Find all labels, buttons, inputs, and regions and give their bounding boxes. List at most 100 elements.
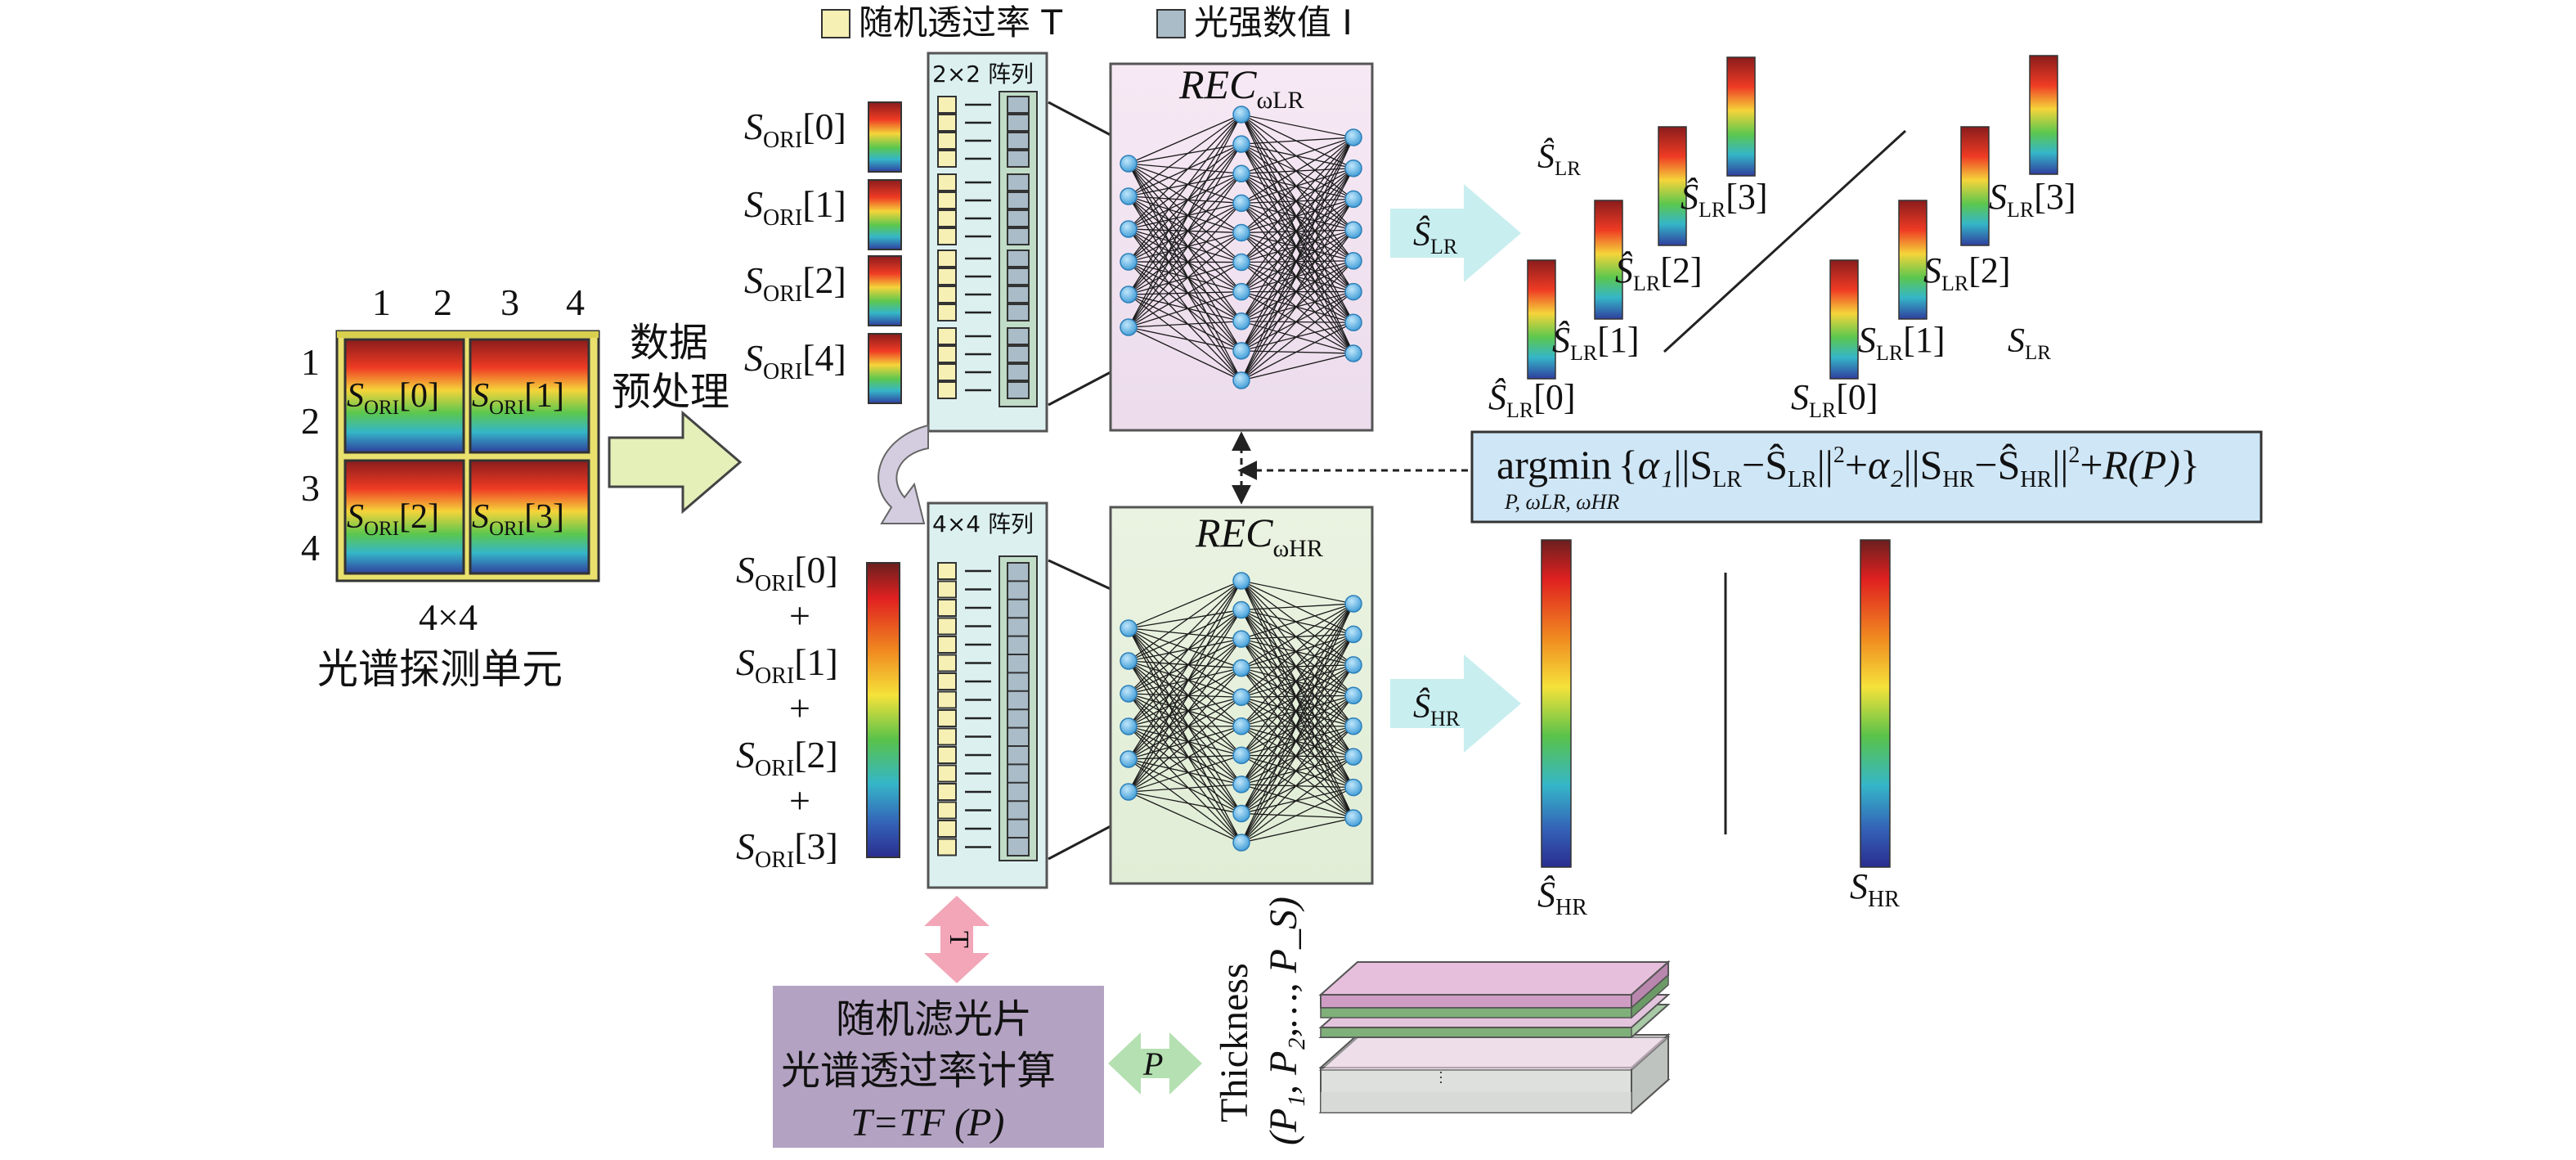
transmittance-cell <box>938 286 956 303</box>
neuron <box>1120 653 1137 669</box>
neuron <box>1120 620 1137 636</box>
neuron <box>1233 284 1250 300</box>
legend-intensity-swatch <box>1157 10 1185 38</box>
intensity-cell <box>1008 210 1029 227</box>
neuron <box>1233 805 1250 821</box>
objective-box: argmin{α₁||SLR−ŜLR||2+α₂||SHR−ŜHR||2+R(P… <box>1472 432 2261 522</box>
transmittance-cell <box>938 97 956 113</box>
intensity-cell <box>1008 115 1029 131</box>
filter-line2: 光谱透过率计算 <box>781 1048 1056 1094</box>
lr-true-label: SLR[3] <box>1989 177 2076 222</box>
lr-input-spectrum <box>868 102 901 172</box>
neuron <box>1233 195 1250 211</box>
neuron <box>1345 626 1362 642</box>
transmittance-cell <box>938 115 956 131</box>
neuron <box>1233 747 1250 763</box>
thickness-label: Thickness <box>1213 963 1256 1122</box>
transmittance-cell <box>938 655 956 672</box>
neuron <box>1120 718 1137 735</box>
intensity-cell <box>1008 328 1029 344</box>
neuron <box>1345 129 1362 146</box>
transmittance-cell <box>938 174 956 191</box>
intensity-cell <box>1008 133 1029 149</box>
neuron <box>1120 784 1137 800</box>
lr-pred-spectrum <box>1727 57 1755 176</box>
neuron <box>1233 776 1250 793</box>
neuron <box>1345 284 1362 300</box>
transmittance-cell <box>938 747 956 763</box>
unit-row-label: 2 <box>301 400 320 442</box>
intensity-cell <box>1008 250 1029 267</box>
hr-true-spectrum <box>1860 540 1890 867</box>
lr-input-label: SORI[0] <box>744 106 846 153</box>
transmittance-cell <box>938 784 956 800</box>
lr-input-spectrum <box>868 334 901 403</box>
plus-sign: + <box>789 595 810 636</box>
legend: 随机透过率 T 光强数值 I <box>822 2 1353 43</box>
neuron <box>1345 718 1362 735</box>
neuron <box>1345 160 1362 177</box>
objective-variables: P, ωLR, ωHR <box>1504 490 1619 514</box>
intensity-cell <box>1008 304 1029 321</box>
branch-swap-arrow <box>878 425 928 524</box>
legend-intensity-label: 光强数值 I <box>1194 2 1353 43</box>
transmittance-cell <box>938 673 956 690</box>
transmittance-cell <box>938 692 956 708</box>
unit-row-label: 3 <box>301 467 320 509</box>
hr-output-arrow <box>1390 654 1521 753</box>
lr-input-spectrum <box>868 256 901 326</box>
neuron <box>1233 718 1250 735</box>
unit-column-label: 3 <box>500 281 519 323</box>
neuron <box>1233 834 1250 851</box>
neuron <box>1120 155 1137 172</box>
neuron <box>1233 602 1250 618</box>
neuron <box>1345 810 1362 826</box>
transmittance-cell <box>938 192 956 209</box>
transmittance-cell <box>938 821 956 837</box>
hr-pred-spectrum <box>1542 540 1571 867</box>
lr-branch: SORI[0]SORI[1]SORI[2]SORI[4] 2×2 阵列 RECω… <box>744 53 1521 431</box>
transmittance-arrow-label: T <box>944 931 974 948</box>
transmittance-cell <box>938 618 956 635</box>
preprocess-line2: 预处理 <box>612 369 729 415</box>
parameter-arrow-label: P <box>1142 1045 1163 1082</box>
transmittance-cell <box>938 636 956 653</box>
hr-branch: SORI[0]+SORI[1]+SORI[2]+SORI[3] 4×4 阵列 R… <box>736 503 1521 888</box>
lr-true-label: SLR[0] <box>1791 377 1878 422</box>
unit-column-label: 2 <box>433 281 452 323</box>
lr-pred-spectrum <box>1528 260 1555 379</box>
hr-input-label: SORI[2] <box>736 734 838 781</box>
legend-transmittance-swatch <box>822 10 850 38</box>
neuron <box>1233 660 1250 677</box>
hr-input-label: SORI[3] <box>736 825 838 873</box>
unit-name: 光谱探测单元 <box>317 645 563 693</box>
hr-inputs: SORI[0]+SORI[1]+SORI[2]+SORI[3] <box>736 549 838 873</box>
neuron <box>1120 319 1137 335</box>
filter-stack <box>1321 962 1668 1113</box>
neuron <box>1120 286 1137 303</box>
lr-pred-label: ŜLR[0] <box>1488 377 1576 422</box>
hr-array-label: 4×4 阵列 <box>932 510 1034 537</box>
neuron <box>1233 343 1250 359</box>
unit-column-label: 1 <box>372 281 391 323</box>
plus-sign: + <box>789 780 810 821</box>
unit-row-label: 4 <box>301 527 320 569</box>
neuron <box>1233 136 1250 152</box>
transmittance-cell <box>938 766 956 782</box>
hr-input-label: SORI[0] <box>736 549 838 596</box>
lr-true-spectrum <box>1830 260 1858 379</box>
objective-expression: argmin{α₁||SLR−ŜLR||2+α₂||SHR−ŜHR||2+R(P… <box>1497 442 2200 492</box>
lr-pred-title: ŜLR <box>1537 137 1581 180</box>
neuron <box>1233 372 1250 389</box>
neuron <box>1345 222 1362 238</box>
transmittance-cell <box>938 328 956 344</box>
neuron <box>1233 313 1250 330</box>
lr-pred-label: ŜLR[1] <box>1552 320 1640 365</box>
neuron <box>1233 254 1250 271</box>
intensity-cell <box>1008 268 1029 285</box>
intensity-cell <box>1008 286 1029 303</box>
hr-spectra: ŜHR SHR <box>1537 540 1900 920</box>
